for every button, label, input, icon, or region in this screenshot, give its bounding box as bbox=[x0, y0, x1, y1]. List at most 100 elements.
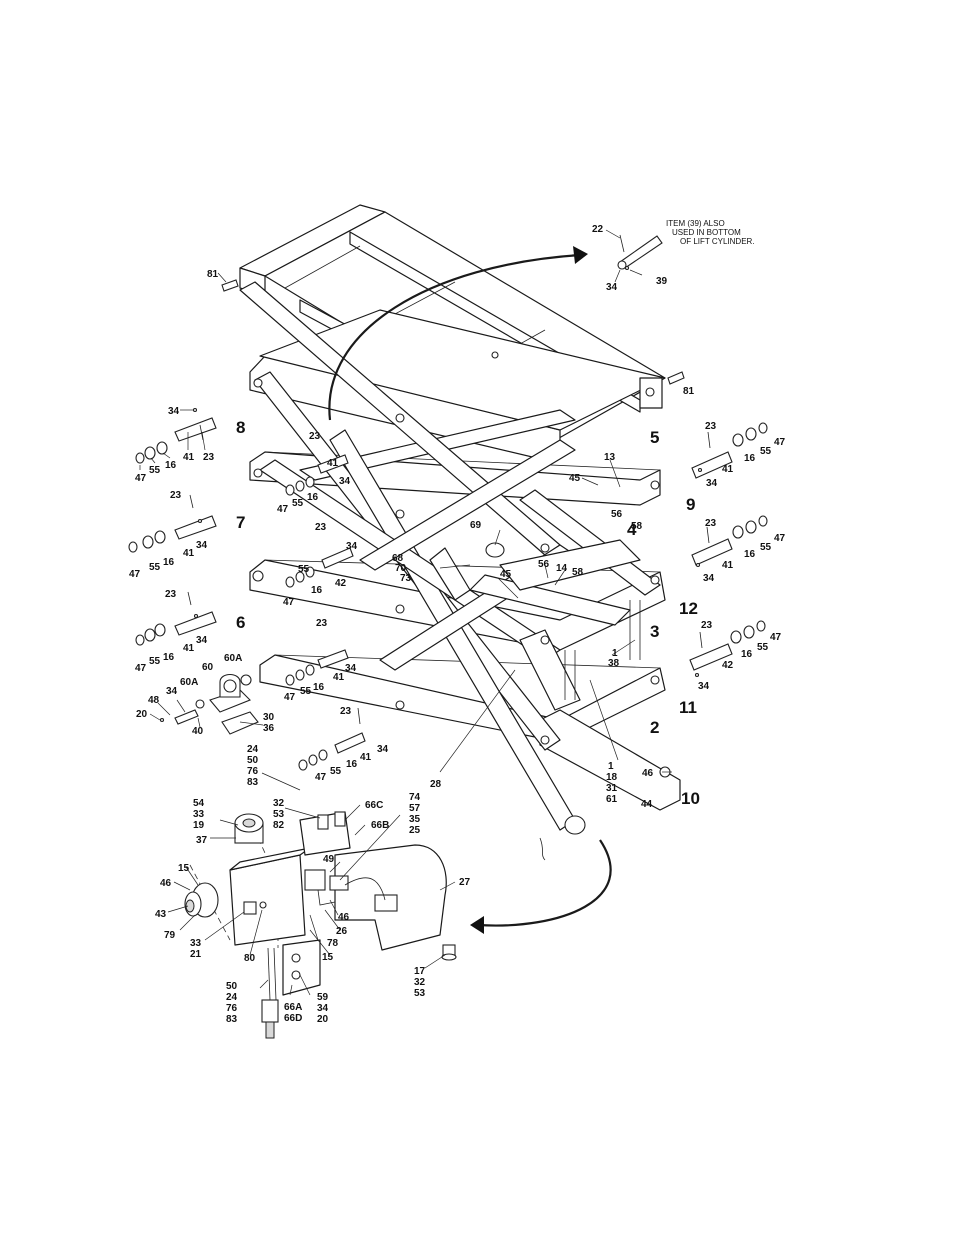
callout: 15 bbox=[178, 863, 190, 874]
callout: 34 bbox=[196, 635, 208, 646]
callout: 47 bbox=[135, 663, 147, 674]
callout: 55 bbox=[300, 686, 312, 697]
callout: 42 bbox=[335, 578, 347, 589]
callout: 53 bbox=[273, 809, 285, 820]
callout: 41 bbox=[327, 458, 339, 469]
callout: 53 bbox=[414, 988, 426, 999]
callout: 55 bbox=[149, 465, 161, 476]
callout: 40 bbox=[192, 726, 204, 737]
callout: 45 bbox=[569, 473, 581, 484]
callout: 81 bbox=[683, 386, 695, 397]
callout: 47 bbox=[135, 473, 147, 484]
assembly-label: 11 bbox=[679, 698, 697, 717]
callout: 24 bbox=[226, 992, 238, 1003]
callout: 16 bbox=[311, 585, 323, 596]
callout: 80 bbox=[244, 953, 256, 964]
callout: 20 bbox=[317, 1014, 329, 1025]
callout: 47 bbox=[770, 632, 782, 643]
flow-arrows bbox=[328, 246, 612, 934]
callout: 34 bbox=[606, 282, 618, 293]
callout: 56 bbox=[538, 559, 550, 570]
callout: 34 bbox=[706, 478, 718, 489]
callout: 25 bbox=[409, 825, 421, 836]
assembly-label: 4 bbox=[627, 520, 637, 539]
callout: 34 bbox=[166, 686, 178, 697]
callout: 74 bbox=[409, 792, 421, 803]
callout: 24 bbox=[247, 744, 259, 755]
callout: 34 bbox=[168, 406, 180, 417]
callout: 1 bbox=[612, 648, 618, 659]
callout: 34 bbox=[196, 540, 208, 551]
callout: 60A bbox=[180, 677, 198, 688]
callout: 47 bbox=[129, 569, 141, 580]
callout: 16 bbox=[307, 492, 319, 503]
callout: 66B bbox=[371, 820, 389, 831]
callout: 16 bbox=[163, 652, 175, 663]
callout: 55 bbox=[298, 564, 310, 575]
assembly-label: 12 bbox=[679, 599, 698, 618]
callout: 33 bbox=[190, 938, 202, 949]
callout: 23 bbox=[309, 431, 321, 442]
callout: 47 bbox=[774, 533, 786, 544]
callout: 57 bbox=[409, 803, 421, 814]
callout: 49 bbox=[323, 854, 335, 865]
callout: 42 bbox=[722, 660, 734, 671]
callout: 81 bbox=[207, 269, 219, 280]
callout: 16 bbox=[346, 759, 358, 770]
callout: 31 bbox=[606, 783, 618, 794]
callout: 23 bbox=[705, 421, 717, 432]
callout: 70 bbox=[395, 563, 407, 574]
callout: 47 bbox=[284, 692, 296, 703]
callout: 15 bbox=[322, 952, 334, 963]
callout: 47 bbox=[774, 437, 786, 448]
callout: 16 bbox=[744, 549, 756, 560]
callout: 32 bbox=[414, 977, 426, 988]
callout: 45 bbox=[500, 569, 512, 580]
assembly-label: 6 bbox=[236, 613, 245, 632]
callout: 39 bbox=[656, 276, 668, 287]
callout: 46 bbox=[160, 878, 172, 889]
callout: 34 bbox=[346, 541, 358, 552]
callout: 16 bbox=[313, 682, 325, 693]
callout: 78 bbox=[327, 938, 339, 949]
callout: 26 bbox=[336, 926, 348, 937]
callout: 47 bbox=[283, 597, 295, 608]
callout: 27 bbox=[459, 877, 471, 888]
callout: 41 bbox=[183, 548, 195, 559]
callout: 46 bbox=[338, 912, 350, 923]
assembly-label: 2 bbox=[650, 718, 659, 737]
callout: 23 bbox=[340, 706, 352, 717]
callout: 23 bbox=[315, 522, 327, 533]
assembly-label: 10 bbox=[681, 789, 700, 808]
assembly-label: 9 bbox=[686, 495, 695, 514]
assembly-label: 3 bbox=[650, 622, 659, 641]
callout: 19 bbox=[193, 820, 205, 831]
callout: 23 bbox=[701, 620, 713, 631]
callout: 22 bbox=[592, 224, 604, 235]
callout: 16 bbox=[165, 460, 177, 471]
assembly-numbers: 8 7 6 5 9 4 12 3 11 2 10 bbox=[236, 418, 700, 808]
callout: 28 bbox=[430, 779, 442, 790]
callout: 18 bbox=[606, 772, 618, 783]
callout: 50 bbox=[247, 755, 259, 766]
note-line-1: ITEM (39) ALSO bbox=[666, 219, 725, 228]
callout: 23 bbox=[203, 452, 215, 463]
callout: 16 bbox=[741, 649, 753, 660]
callout: 16 bbox=[163, 557, 175, 568]
callout: 46 bbox=[642, 768, 654, 779]
callout: 32 bbox=[273, 798, 285, 809]
callout: 17 bbox=[414, 966, 426, 977]
callout: 23 bbox=[705, 518, 717, 529]
callout: 76 bbox=[226, 1003, 238, 1014]
callout: 73 bbox=[400, 573, 412, 584]
assembly-label: 8 bbox=[236, 418, 245, 437]
callout: 55 bbox=[292, 498, 304, 509]
callout: 41 bbox=[333, 672, 345, 683]
callout: 55 bbox=[760, 542, 772, 553]
callout: 34 bbox=[703, 573, 715, 584]
callout: 47 bbox=[277, 504, 289, 515]
callout: 41 bbox=[360, 752, 372, 763]
callout: 41 bbox=[722, 560, 734, 571]
control-box-drawing bbox=[184, 811, 457, 1039]
callout: 23 bbox=[170, 490, 182, 501]
